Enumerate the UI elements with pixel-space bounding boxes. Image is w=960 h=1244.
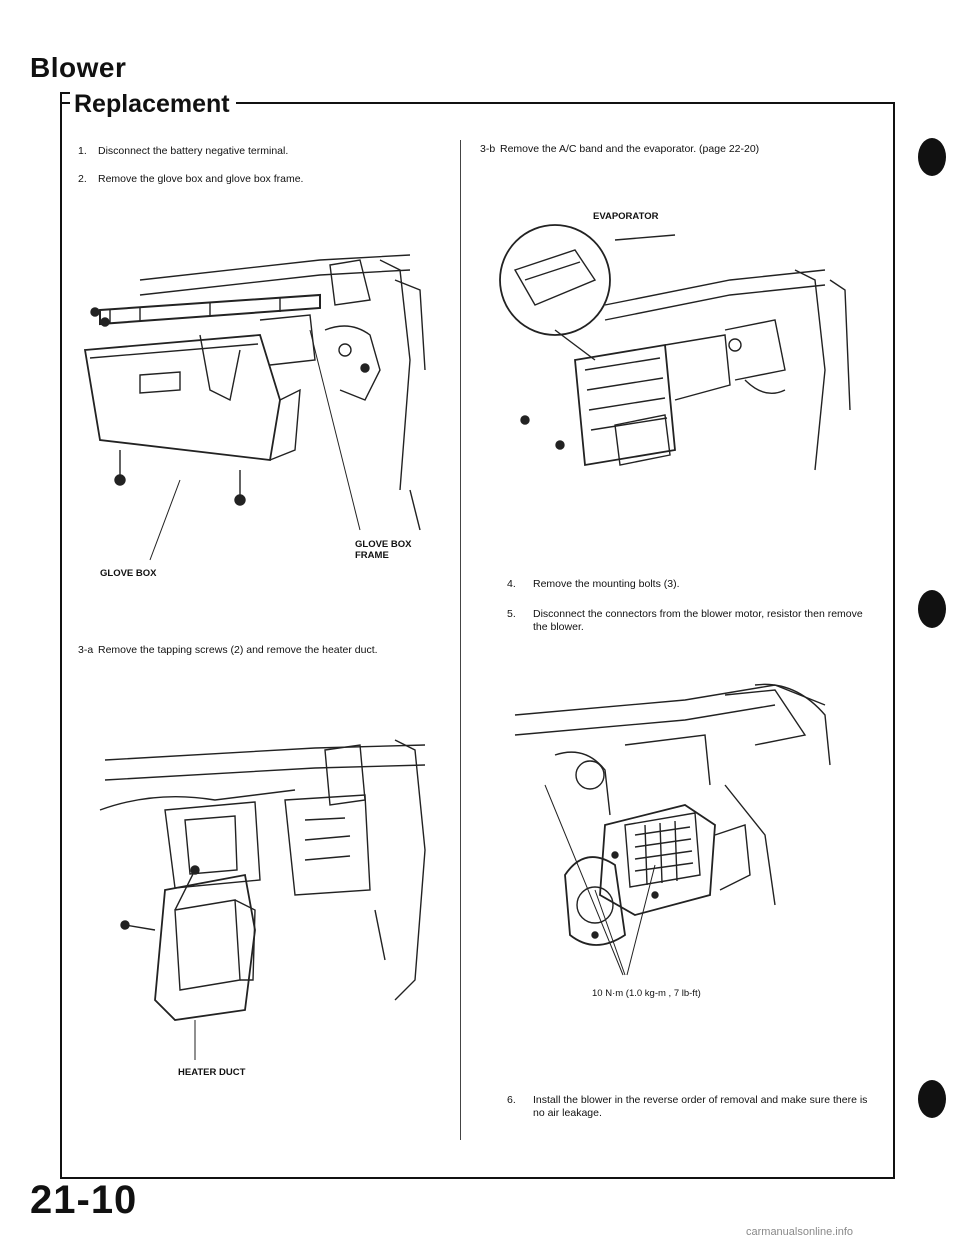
- step-3a: 3-a Remove the tapping screws (2) and re…: [78, 644, 450, 672]
- step-5: 5. Disconnect the connectors from the bl…: [507, 608, 877, 636]
- frame-bottom-border: [60, 1177, 895, 1179]
- step-4: 4. Remove the mounting bolts (3).: [507, 578, 877, 592]
- glove-box-illustration: [80, 240, 440, 570]
- step-text: Remove the tapping screws (2) and remove…: [98, 644, 378, 656]
- step-text: Install the blower in the reverse order …: [533, 1094, 868, 1119]
- step-6: 6. Install the blower in the reverse ord…: [507, 1094, 879, 1122]
- watermark: carmanualsonline.info: [746, 1226, 854, 1238]
- step-3b: 3-b Remove the A/C band and the evaporat…: [480, 143, 880, 171]
- step-number: 1.: [78, 145, 87, 157]
- step-text: Remove the glove box and glove box frame…: [98, 173, 304, 185]
- frame-right-border: [893, 102, 895, 1179]
- thumb-tab-marker: [918, 138, 946, 176]
- step-1: 1. Disconnect the battery negative termi…: [78, 145, 448, 159]
- frame-corner: [60, 92, 72, 106]
- label-glove-box: GLOVE BOX: [100, 568, 157, 579]
- label-heater-duct: HEATER DUCT: [178, 1067, 246, 1078]
- label-evaporator: EVAPORATOR: [593, 211, 659, 222]
- section-subtitle: Replacement: [70, 90, 236, 119]
- step-number: 3-a: [78, 644, 94, 656]
- step-number: 5.: [507, 608, 516, 620]
- section-title: Blower: [30, 52, 127, 83]
- step-text: Disconnect the battery negative terminal…: [98, 145, 289, 157]
- step-text: Remove the A/C band and the evaporator. …: [500, 143, 760, 155]
- frame-left-border: [60, 102, 62, 1179]
- step-number: 6.: [507, 1094, 516, 1106]
- heater-duct-illustration: [95, 730, 445, 1030]
- step-text: Remove the mounting bolts (3).: [533, 578, 680, 590]
- frame-top-border: [60, 102, 895, 104]
- blower-illustration: [505, 675, 845, 985]
- thumb-tab-marker: [918, 590, 946, 628]
- evaporator-illustration: [495, 210, 865, 500]
- step-number: 2.: [78, 173, 87, 185]
- step-number: 4.: [507, 578, 516, 590]
- label-torque: 10 N·m (1.0 kg-m , 7 lb-ft): [592, 988, 701, 999]
- column-divider: [460, 140, 461, 1140]
- label-glove-box-frame: GLOVE BOX FRAME: [355, 539, 412, 561]
- step-text: Disconnect the connectors from the blowe…: [533, 608, 863, 633]
- step-number: 3-b: [480, 143, 496, 155]
- step-2: 2. Remove the glove box and glove box fr…: [78, 173, 448, 187]
- thumb-tab-marker: [918, 1080, 946, 1118]
- page-number: 21-10: [30, 1178, 138, 1222]
